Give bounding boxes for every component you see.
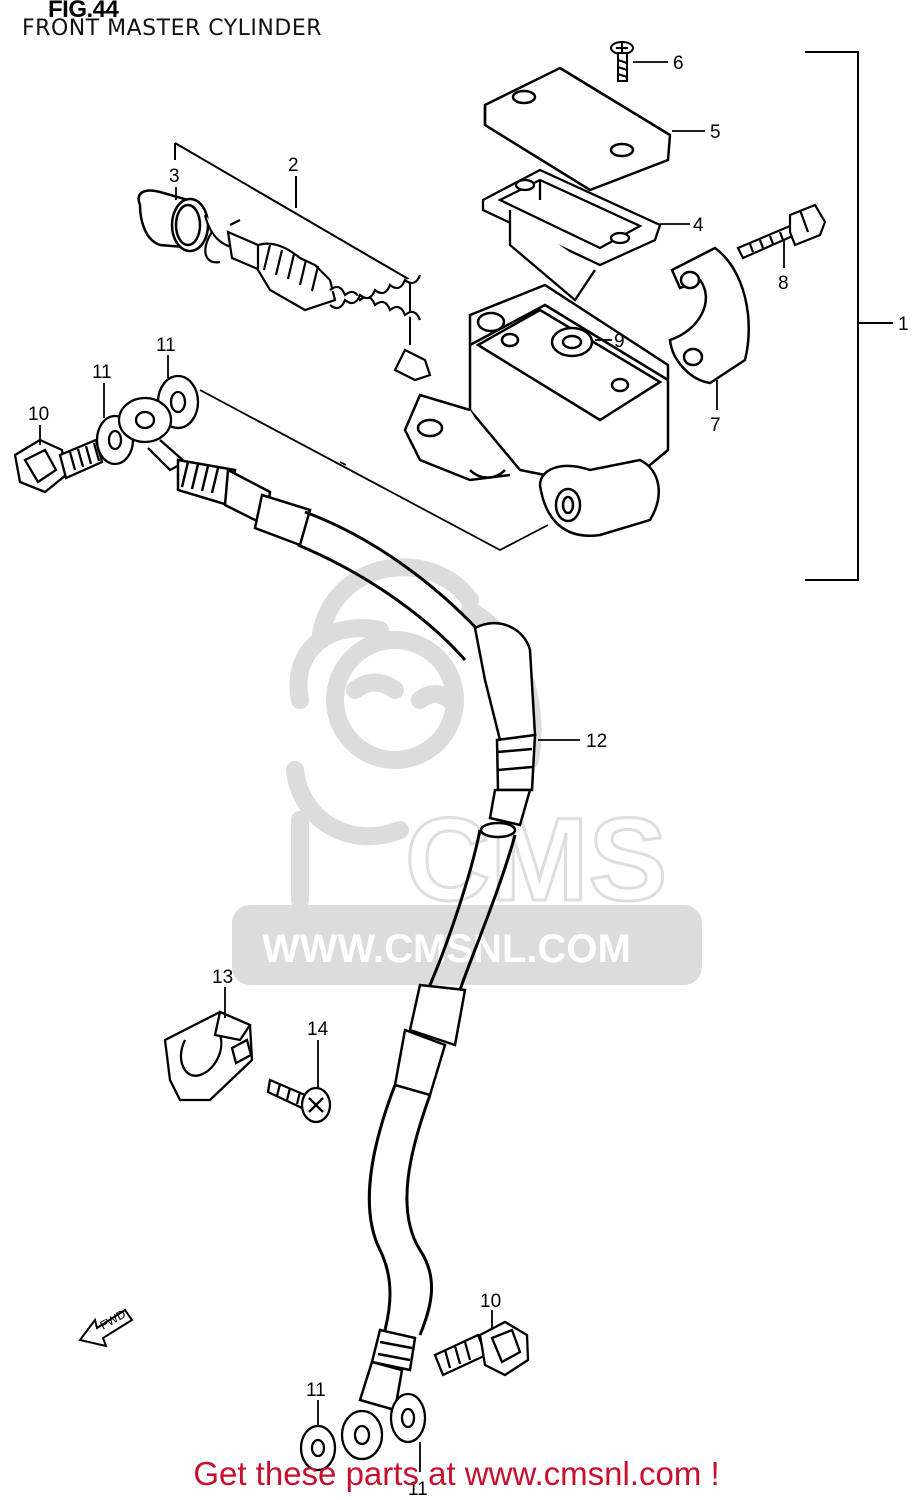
- callout-10-bottom: 10: [480, 1291, 501, 1312]
- callout-8: 8: [778, 273, 789, 294]
- callout-11-top-right: 11: [156, 335, 176, 356]
- callout-9: 9: [614, 331, 625, 352]
- callout-1: 1: [898, 314, 909, 335]
- part-10-top-banjo-bolt: [13, 438, 104, 494]
- callout-numbers: 1 2 3 4 5 6 7 8 9 10 11 11 12 13 14 10 1…: [28, 53, 909, 1500]
- callout-14: 14: [307, 1019, 329, 1040]
- watermark: CMS WWW.CMSNL.COM: [232, 558, 702, 985]
- figure-number: FIG.44: [48, 0, 119, 23]
- callout-5: 5: [710, 122, 721, 143]
- callout-11-top-left: 11: [92, 362, 112, 383]
- callout-6: 6: [673, 53, 684, 74]
- callout-2: 2: [288, 155, 299, 176]
- footer-cta-link[interactable]: Get these parts at www.cmsnl.com !: [193, 1455, 720, 1492]
- callout-3: 3: [169, 166, 180, 187]
- fwd-direction-marker: FWD: [78, 1307, 134, 1348]
- callout-11-bottom-right: 11: [408, 1479, 428, 1500]
- part-13-hose-clamp: [163, 1010, 254, 1102]
- callout-13: 13: [212, 967, 233, 988]
- figure-subtitle: FRONT MASTER CYLINDER: [22, 16, 323, 41]
- part-14-screw: [266, 1078, 332, 1124]
- part-7-clamp: [668, 246, 750, 385]
- hose-guideline: [199, 389, 549, 552]
- arrow-left-icon: [78, 1308, 134, 1348]
- part-5-reservoir-cap: [483, 66, 672, 192]
- callout-4: 4: [693, 215, 704, 236]
- assembly-bracket-1: [805, 51, 893, 581]
- part-3-boot: [137, 189, 210, 253]
- lower-banjo-eye: [340, 1409, 384, 1461]
- part-4-diaphragm: [481, 168, 662, 302]
- watermark-url: WWW.CMSNL.COM: [262, 927, 631, 971]
- part-1-master-cylinder-body: [403, 283, 670, 538]
- callout-7: 7: [710, 415, 721, 436]
- part-10-bottom-banjo-bolt: [433, 1320, 530, 1377]
- part-2-piston-kit: [203, 214, 432, 382]
- part-11-bottom-right-washer: [389, 1392, 427, 1444]
- part-6-screw: [610, 41, 634, 82]
- part-8-bolt: [736, 203, 827, 260]
- callout-10-top: 10: [28, 404, 49, 425]
- upper-banjo-eye: [117, 396, 188, 472]
- callout-12: 12: [586, 731, 607, 752]
- watermark-brand: CMS: [405, 794, 667, 926]
- callout-11-bottom-left: 11: [306, 1380, 326, 1401]
- callout-leaders: [39, 61, 785, 1472]
- part-12-brake-hose: [176, 458, 537, 1412]
- watermark-banner: [232, 905, 702, 985]
